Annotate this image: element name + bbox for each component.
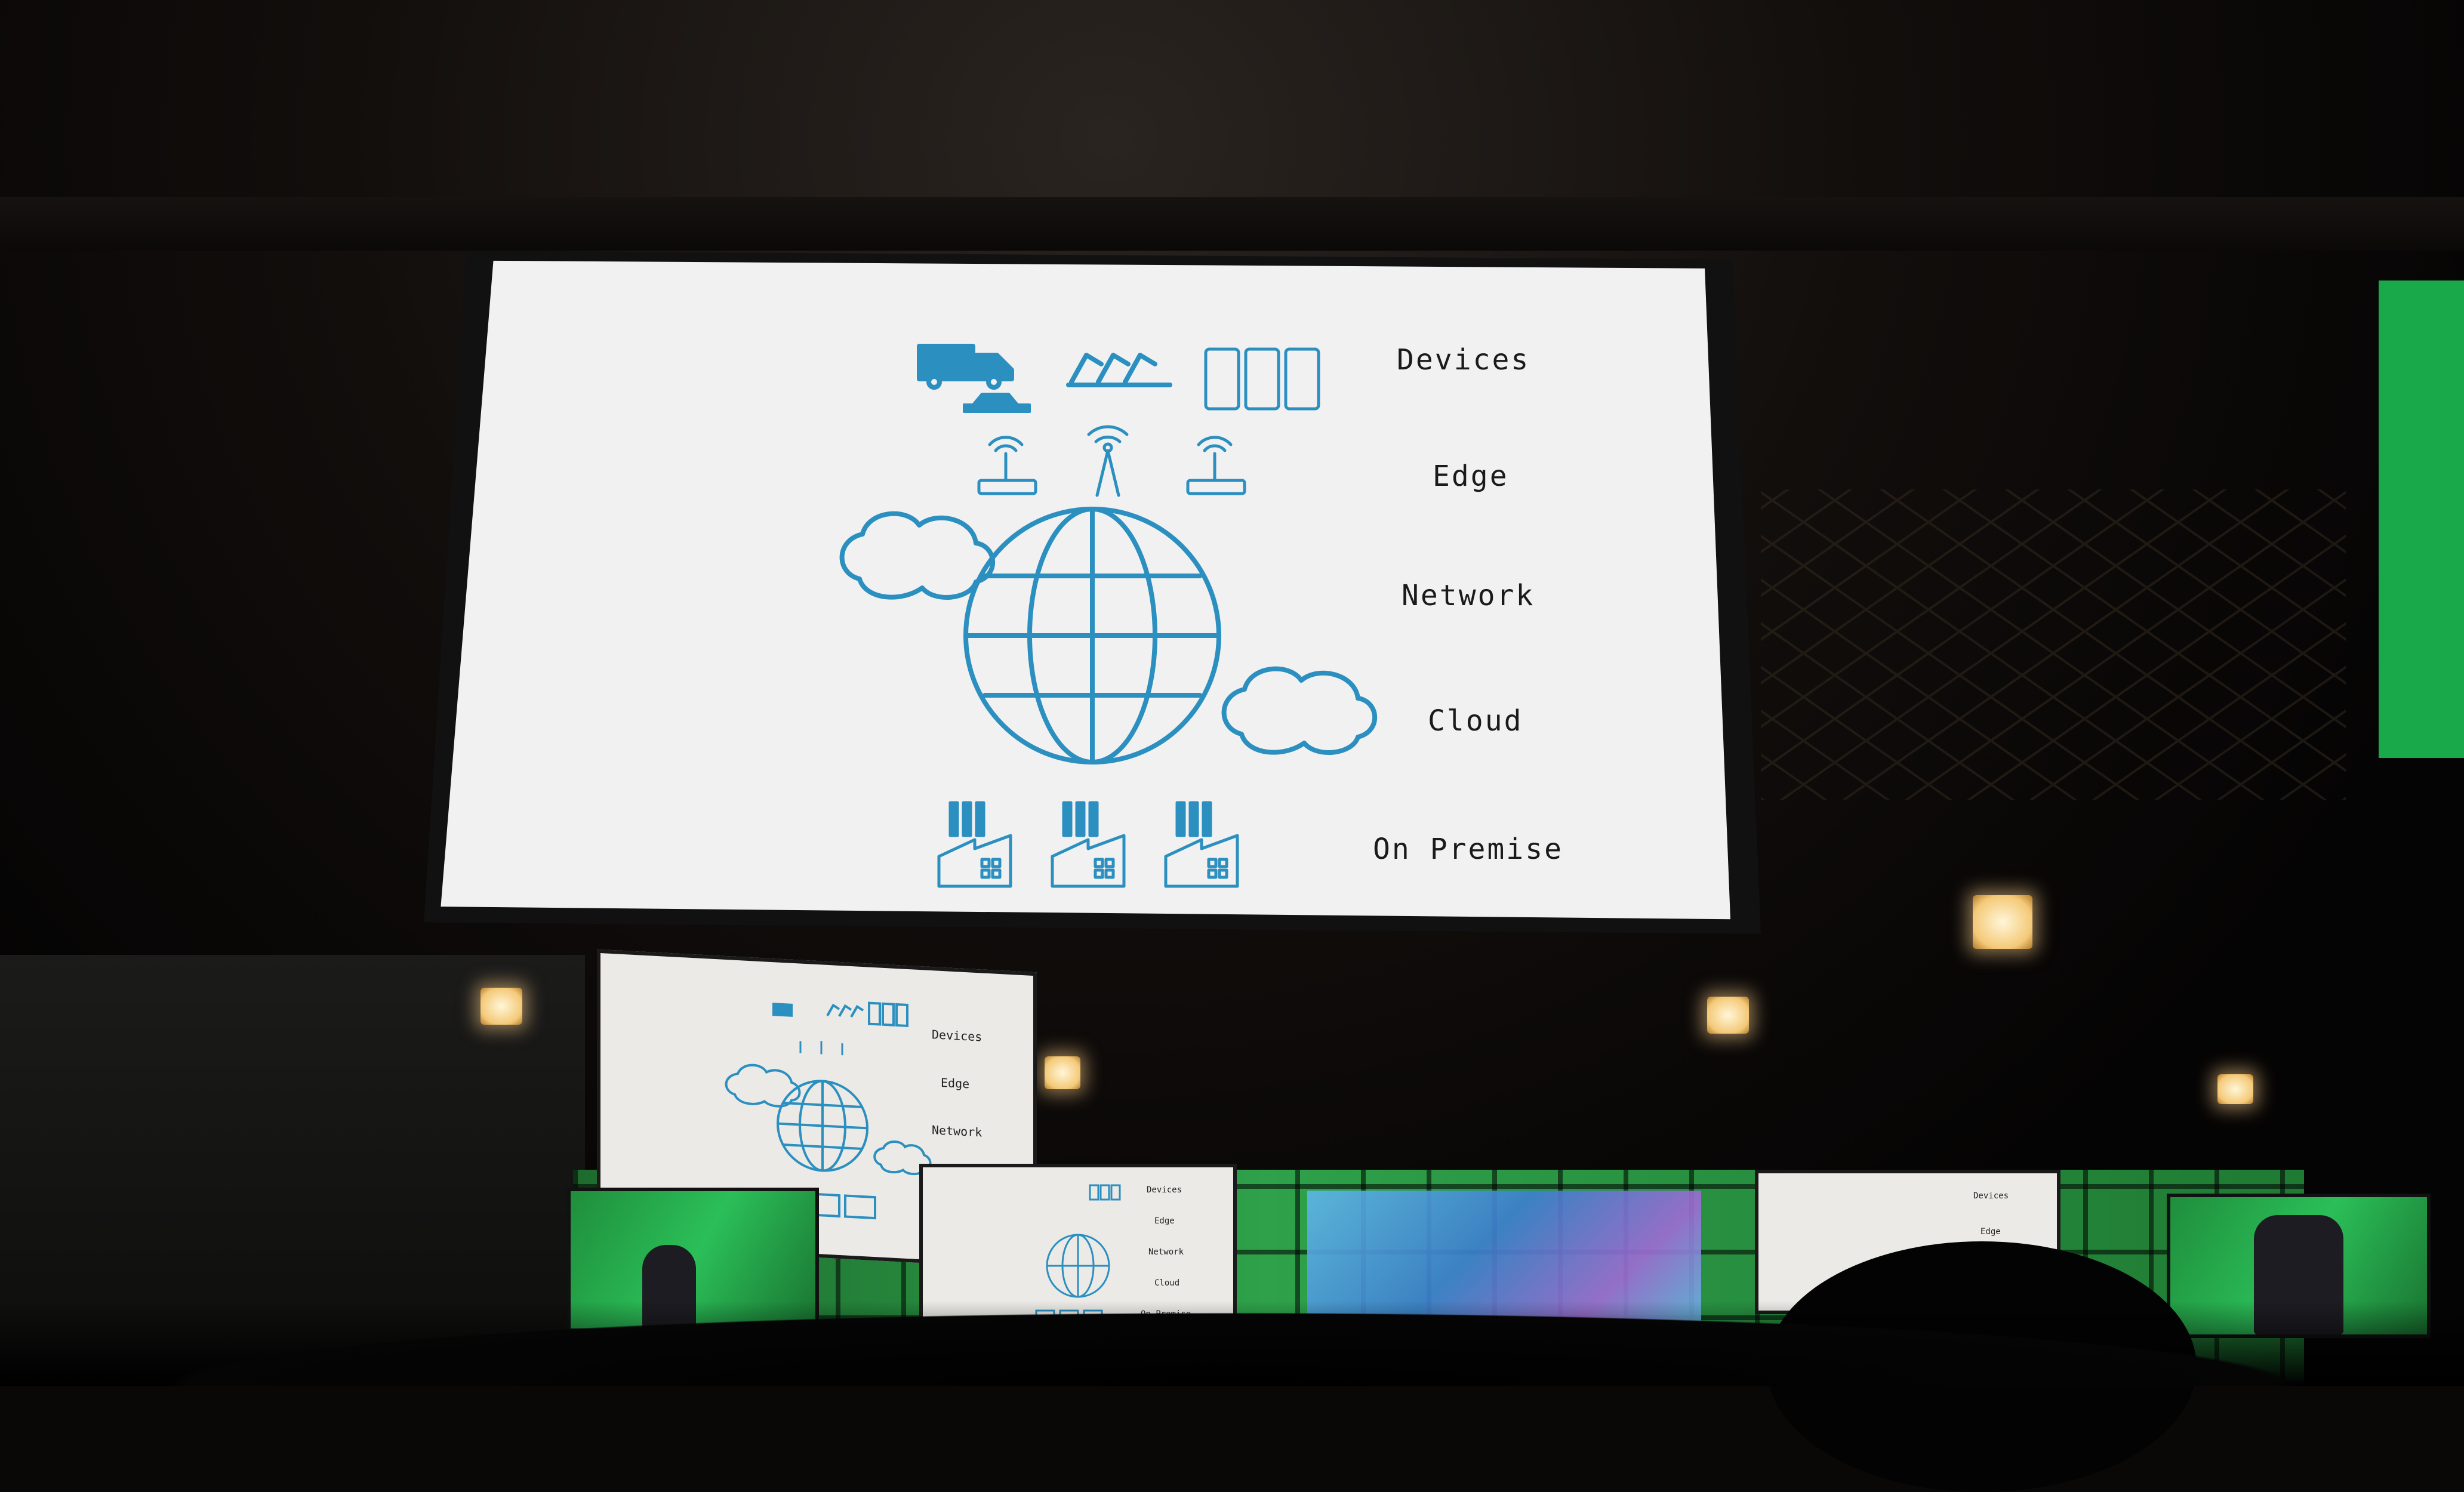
hanging-light — [481, 988, 522, 1025]
hanging-light — [1045, 1056, 1080, 1089]
center-label-edge: Edge — [1154, 1216, 1175, 1226]
phone-icon — [1110, 1184, 1121, 1201]
factory-icon — [1051, 801, 1126, 888]
router-icon — [1186, 436, 1246, 495]
phone-icon — [895, 1003, 908, 1028]
cloud-icon — [725, 1063, 801, 1108]
router-icon — [977, 436, 1037, 495]
phone-icon — [1099, 1184, 1110, 1201]
cloud-icon — [839, 511, 996, 600]
cloud-icon — [873, 1140, 932, 1176]
layer-label-edge: Edge — [1433, 460, 1509, 493]
phone-icon — [1089, 1184, 1099, 1201]
mini-label-devices: Devices — [932, 1027, 982, 1044]
ceiling-truss — [0, 197, 2464, 251]
cloud-icon — [1221, 666, 1378, 755]
layer-label-devices: Devices — [1397, 343, 1530, 377]
factory-icon — [844, 1194, 876, 1220]
center-label-devices: Devices — [1147, 1185, 1182, 1195]
mini-label-network: Network — [932, 1123, 982, 1140]
antenna-tower-icon — [1087, 425, 1129, 497]
layer-label-network: Network — [1402, 579, 1535, 612]
truck-icon — [772, 1003, 793, 1017]
center-label-network: Network — [1148, 1247, 1184, 1257]
ceiling-grid — [1761, 489, 2346, 800]
layer-label-cloud: Cloud — [1428, 704, 1523, 738]
audience-silhouettes — [0, 1301, 2464, 1386]
right-label-devices: Devices — [1973, 1191, 2009, 1201]
right-label-edge: Edge — [1981, 1227, 2001, 1237]
factory-icon — [1164, 801, 1239, 888]
phone-icon — [1204, 347, 1320, 411]
hanging-light — [2217, 1074, 2253, 1104]
car-icon — [963, 393, 1031, 413]
globe-icon — [963, 507, 1221, 765]
hanging-light — [1707, 997, 1749, 1034]
center-label-cloud: Cloud — [1154, 1278, 1180, 1288]
slide-diagram — [839, 344, 1378, 888]
truck-icon — [917, 344, 1014, 390]
robot-arm-icon — [826, 1003, 864, 1018]
router-icon — [799, 1041, 843, 1056]
layer-label-on-premise: On Premise — [1373, 833, 1563, 866]
factory-icon — [937, 801, 1012, 888]
mini-label-edge: Edge — [941, 1075, 970, 1092]
robot-arm-icon — [1066, 353, 1172, 387]
side-green-screen — [2379, 280, 2464, 758]
hanging-light — [1973, 895, 2032, 949]
main-slide: Devices Edge Network Cloud On Premise — [441, 260, 1730, 920]
phone-icon — [868, 1001, 881, 1026]
phone-icon — [882, 1002, 895, 1026]
